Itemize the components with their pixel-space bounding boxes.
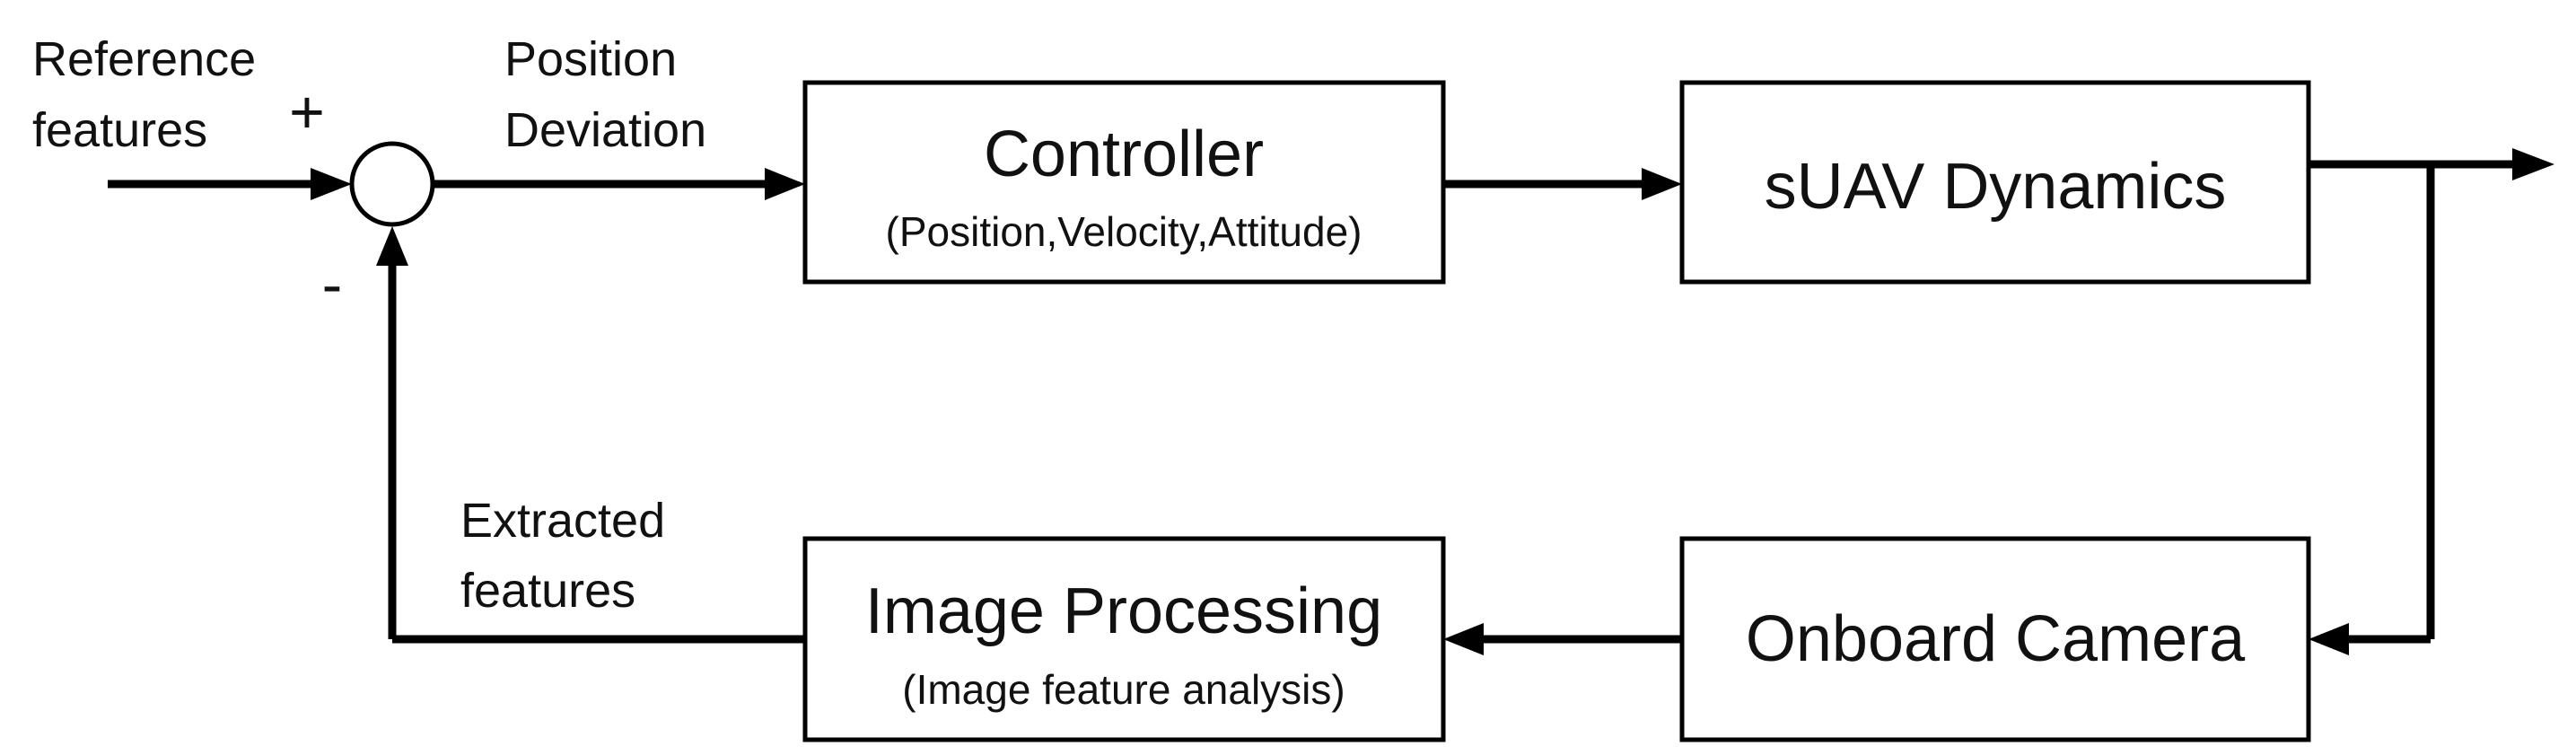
position-label-line1: Position — [504, 32, 677, 86]
extracted-label-line1: Extracted — [460, 494, 665, 548]
image-processing-block — [802, 536, 1446, 742]
summing-junction — [349, 141, 435, 227]
position-label-line2: Deviation — [504, 103, 706, 157]
image-processing-title: Image Processing — [865, 575, 1382, 647]
dynamics-block — [1679, 80, 2311, 285]
camera-arrowhead — [2309, 623, 2349, 655]
plus-sign: + — [289, 78, 325, 146]
deviation-arrowhead — [765, 168, 805, 200]
reference-arrowhead — [311, 168, 352, 200]
reference-label-line1: Reference — [32, 32, 256, 86]
controller-subtitle: (Position,Velocity,Attitude) — [886, 208, 1362, 255]
controller-title: Controller — [984, 119, 1264, 190]
controller-block — [802, 80, 1446, 285]
processing-arrowhead — [1443, 623, 1484, 655]
dynamics-title: sUAV Dynamics — [1765, 151, 2227, 223]
controller-to-dynamics-arrowhead — [1642, 168, 1682, 200]
reference-label-line2: features — [32, 103, 207, 157]
output-arrowhead — [2512, 148, 2554, 180]
camera-block — [1679, 536, 2311, 742]
extracted-label-line2: features — [460, 564, 635, 618]
image-processing-subtitle: (Image feature analysis) — [902, 666, 1345, 713]
minus-sign: - — [322, 250, 343, 319]
feedback-arrowhead — [376, 226, 408, 266]
camera-title: Onboard Camera — [1746, 603, 2246, 675]
